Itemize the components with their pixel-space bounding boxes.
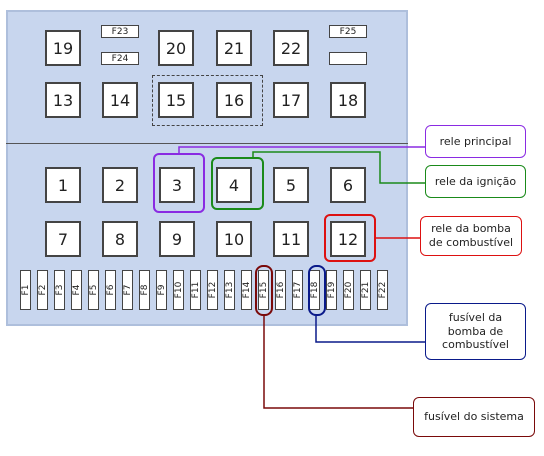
- relay-9: 9: [159, 221, 195, 257]
- main-relay-line: [178, 146, 425, 153]
- fuse-f1: F1: [20, 270, 31, 310]
- fuse-f10: F10: [173, 270, 184, 310]
- fuse-f12: F12: [207, 270, 218, 310]
- system-fuse-line: [263, 316, 413, 409]
- fuse-f20: F20: [343, 270, 354, 310]
- relay-22: 22: [273, 30, 309, 66]
- relay-13: 13: [45, 82, 81, 118]
- fuse-f15: F15: [258, 270, 269, 310]
- relay-19: 19: [45, 30, 81, 66]
- callout-pump-relay: rele da bomba de combustível: [420, 216, 522, 256]
- relay-6: 6: [330, 167, 366, 203]
- fuse-f11: F11: [190, 270, 201, 310]
- callout-text-line1: rele da bomba: [431, 222, 511, 236]
- relay-18: 18: [330, 82, 366, 118]
- highlight-fuse-f15: [255, 265, 273, 316]
- relay-12: 12: [330, 221, 366, 257]
- relay-3: 3: [159, 167, 195, 203]
- callout-text-line1: fusível da: [448, 310, 503, 324]
- callout-main-relay: rele principal: [425, 125, 526, 158]
- callout-ignition-relay: rele da ignição: [425, 165, 526, 198]
- pump-fuse-line: [315, 316, 425, 343]
- fuse-f23: F23: [101, 25, 139, 38]
- relay-21: 21: [216, 30, 252, 66]
- fuse-f21: F21: [360, 270, 371, 310]
- fuse-f25: F25: [329, 25, 367, 38]
- relay-14: 14: [102, 82, 138, 118]
- fuse-f4: F4: [71, 270, 82, 310]
- fuse-f5: F5: [88, 270, 99, 310]
- ignition-relay-line: [252, 151, 425, 184]
- fuse-f17: F17: [292, 270, 303, 310]
- relay-20: 20: [158, 30, 194, 66]
- relay-15: 15: [158, 82, 194, 118]
- highlight-fuse-f18: [308, 265, 326, 316]
- callout-pump-fuse: fusível da bomba de combustível: [425, 303, 526, 360]
- callout-text-line2: bomba de: [447, 324, 504, 338]
- callout-text-line2: de combustível: [428, 236, 514, 249]
- highlight-relay-4: [211, 157, 264, 210]
- relay-8: 8: [102, 221, 138, 257]
- fuse-f22: F22: [377, 270, 388, 310]
- fuse-f24: F24: [101, 52, 139, 65]
- relay-10: 10: [216, 221, 252, 257]
- fuse-blank: [329, 52, 367, 65]
- fuse-f19: F19: [326, 270, 337, 310]
- relay-1: 1: [45, 167, 81, 203]
- callout-system-fuse: fusível do sistema: [413, 397, 535, 437]
- callout-text: rele principal: [439, 134, 512, 148]
- relay-4: 4: [216, 167, 252, 203]
- panel-divider: [6, 143, 408, 144]
- relay-11: 11: [273, 221, 309, 257]
- fuse-f3: F3: [54, 270, 65, 310]
- callout-text: fusível do sistema: [424, 410, 524, 424]
- callout-text-line3: combustível: [442, 338, 509, 352]
- fuse-f7: F7: [122, 270, 133, 310]
- relay-2: 2: [102, 167, 138, 203]
- highlight-relay-3: [153, 153, 205, 213]
- fuse-f13: F13: [224, 270, 235, 310]
- fuse-f16: F16: [275, 270, 286, 310]
- callout-text: rele da ignição: [434, 174, 517, 188]
- relay-5: 5: [273, 167, 309, 203]
- fuse-f6: F6: [105, 270, 116, 310]
- dashed-relay-group: [152, 75, 263, 126]
- relay-17: 17: [273, 82, 309, 118]
- fuse-f14: F14: [241, 270, 252, 310]
- highlight-relay-12: [324, 214, 376, 262]
- fuse-f2: F2: [37, 270, 48, 310]
- fuse-f8: F8: [139, 270, 150, 310]
- relay-7: 7: [45, 221, 81, 257]
- fuse-f9: F9: [156, 270, 167, 310]
- relay-16: 16: [216, 82, 252, 118]
